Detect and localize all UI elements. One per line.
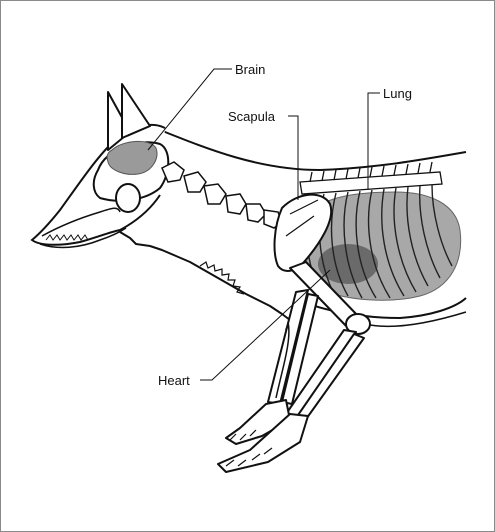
eye-socket	[116, 184, 140, 212]
scapula-leader-line	[288, 116, 298, 200]
cervical-vertebrae	[162, 162, 282, 228]
chest-fur-outline	[120, 232, 290, 330]
brain-label: Brain	[235, 63, 265, 77]
lung-label: Lung	[383, 87, 412, 101]
heart-label: Heart	[158, 374, 190, 388]
scapula-label: Scapula	[228, 110, 275, 124]
rear-outline	[370, 312, 466, 326]
